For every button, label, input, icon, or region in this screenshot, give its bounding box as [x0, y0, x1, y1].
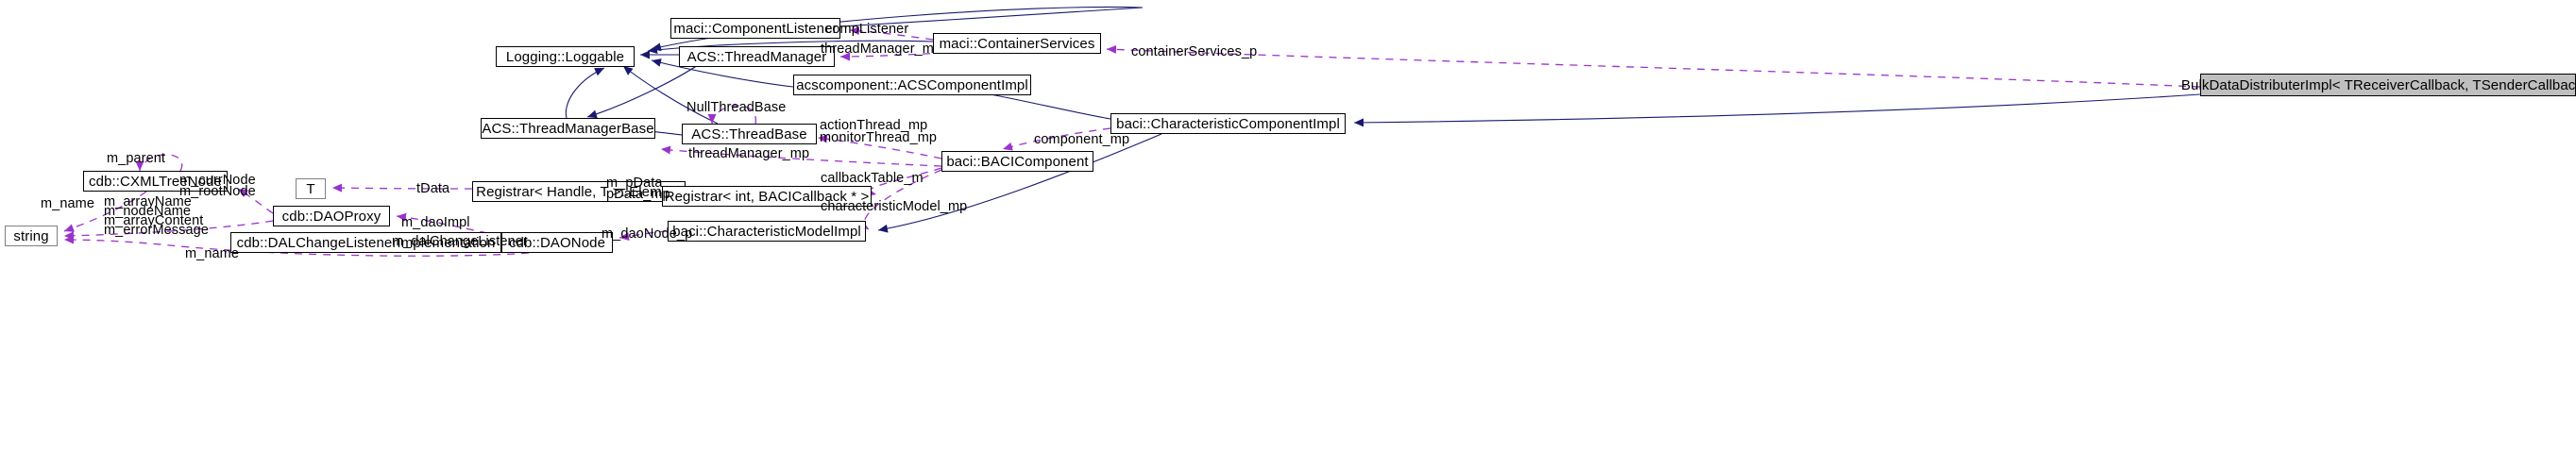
edge-label-pdata-mp: pData_mp	[606, 187, 670, 202]
edge-label-characteristicmodel-mp: characteristicModel_mp	[821, 199, 968, 214]
edge-label-m-daoimpl: m_daoImpl	[401, 215, 470, 230]
node-registrar-handle-t-element[interactable]: Registrar< Handle, T >::Element	[472, 181, 686, 202]
node-cdb-dalchangelistenerimplementation[interactable]: cdb::DALChangeListenerImplementation	[230, 232, 501, 253]
edge-label-m-rootnode: m_rootNode	[179, 184, 256, 199]
node-acs-threadbase[interactable]: ACS::ThreadBase	[682, 124, 817, 144]
node-acscomponent-acscomponentimpl[interactable]: acscomponent::ACSComponentImpl	[793, 75, 1031, 95]
node-acs-threadmanager[interactable]: ACS::ThreadManager	[679, 46, 835, 67]
edge-label-m-nodename: m_nodeName	[104, 204, 192, 219]
node-cdb-cxmltreenode[interactable]: cdb::CXMLTreeNode	[83, 171, 228, 192]
node-baci-characteristicmodelimpl[interactable]: baci::CharacteristicModelImpl	[668, 221, 866, 242]
edge-label-containerservices-p: containerServices_p	[1131, 44, 1258, 59]
node-cdb-daoproxy[interactable]: cdb::DAOProxy	[273, 206, 390, 226]
node-bulkdatadistributerimpl[interactable]: BulkDataDistributerImpl< TReceiverCallba…	[2181, 74, 2576, 96]
edge-label-m-dalchangelistener: m_dalChangeListener	[392, 234, 528, 249]
node-baci-bacicomponent[interactable]: baci::BACIComponent	[941, 151, 1093, 172]
node-registrar-int-bacicallback[interactable]: Registrar< int, BACICallback * >	[662, 186, 872, 207]
edge-label-tdata: tData	[416, 181, 450, 196]
edge-label-m-currnode: m_currNode	[179, 173, 256, 188]
node-maci-containerservices[interactable]: maci::ContainerServices	[933, 33, 1101, 54]
edge-label-callbacktable-m: callbackTable_m	[821, 171, 924, 186]
edge-label-m-name-left: m_name	[41, 196, 95, 211]
edge-label-m-arrayname: m_arrayName	[104, 194, 192, 209]
node-cdb-daonode[interactable]: cdb::DAONode	[501, 232, 613, 253]
edge-label-m-parent: m_parent	[107, 151, 166, 166]
edge-label-complistener: compListener	[825, 22, 909, 37]
node-maci-componentlistener[interactable]: maci::ComponentListener	[670, 18, 840, 39]
node-string[interactable]: string	[5, 226, 58, 246]
edge-label-threadmanager-mp: threadManager_mp	[688, 146, 810, 161]
edge-label-monitorthread-mp: monitorThread_mp	[820, 130, 938, 145]
edge-label-m-pdata: m_pData	[606, 176, 663, 191]
edge-label-m-name-bottom: m_name	[185, 246, 240, 261]
edge-label-m-errormessage: m_errorMessage	[104, 223, 209, 238]
node-logging-loggable[interactable]: Logging::Loggable	[496, 46, 635, 67]
edge-label-nullthreadbase: NullThreadBase	[686, 100, 787, 115]
edge-label-m-daonode-p: m_daoNode_p	[602, 226, 693, 242]
edge-label-actionthread-mp: actionThread_mp	[820, 118, 928, 133]
edge-label-m-arraycontent: m_arrayContent	[104, 213, 204, 228]
edge-label-threadmanager-m: threadManager_m	[821, 42, 934, 57]
node-template-param-t[interactable]: T	[296, 178, 326, 199]
node-baci-characteristiccomponentimpl[interactable]: baci::CharacteristicComponentImpl	[1110, 113, 1346, 134]
node-acs-threadmanagerbase[interactable]: ACS::ThreadManagerBase	[481, 118, 655, 139]
edge-label-component-mp: component_mp	[1034, 132, 1130, 147]
